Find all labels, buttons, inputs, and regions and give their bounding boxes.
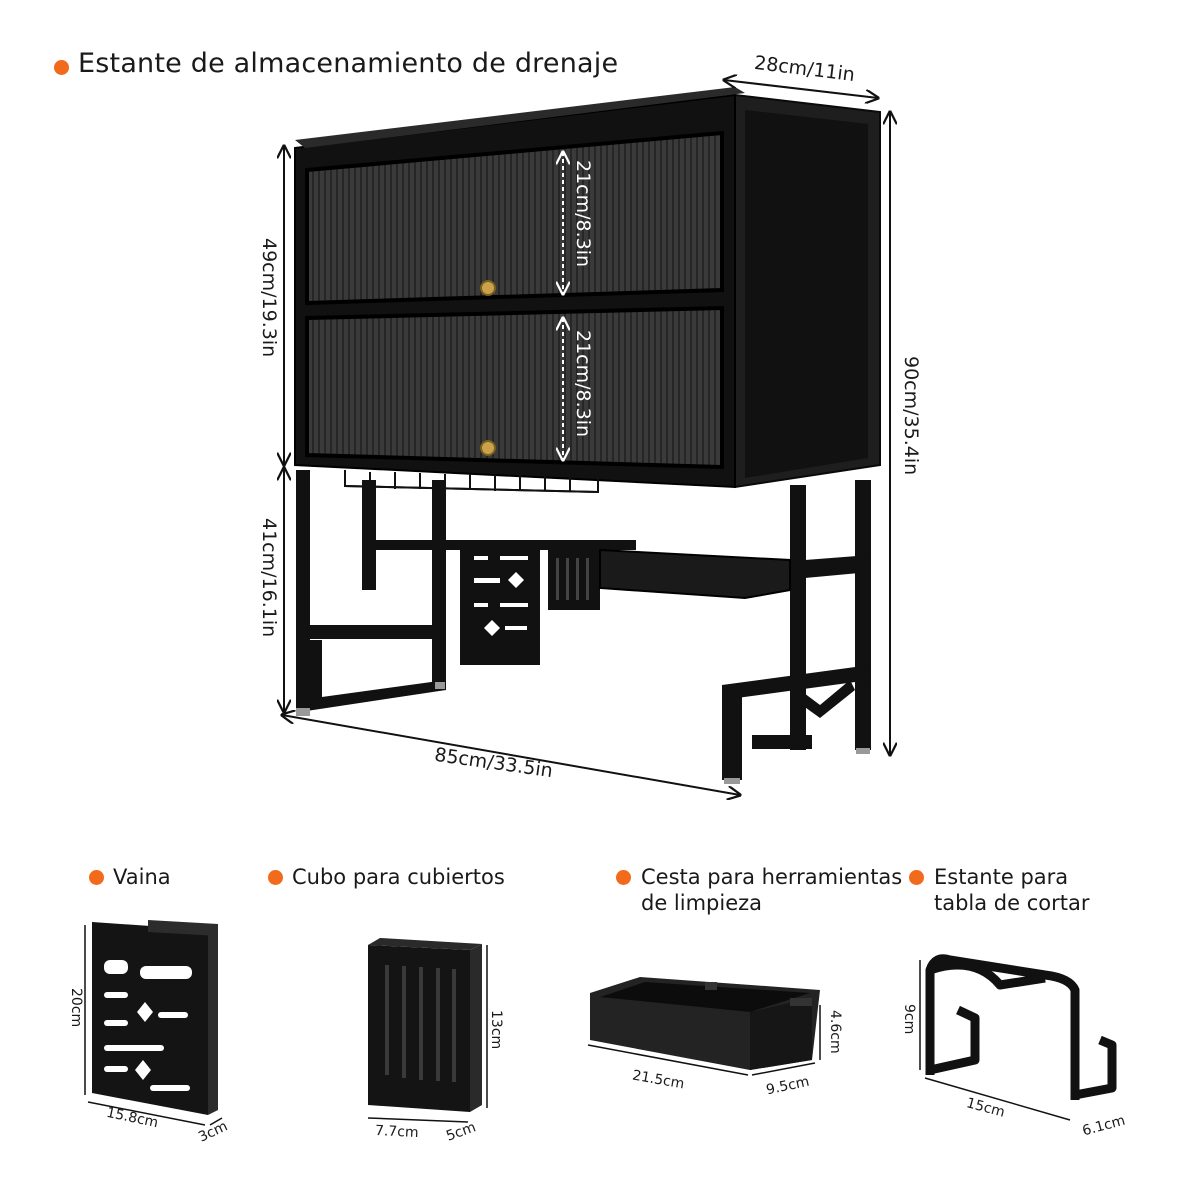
page-title: Estante de almacenamiento de drenaje	[78, 48, 619, 79]
board-height-label: 9cm	[901, 1004, 917, 1035]
cutlery-height-label: 13cm	[488, 1010, 504, 1050]
cutting-board-stand-illustration	[925, 954, 1117, 1100]
sheath-illustration	[92, 920, 218, 1115]
accessory-bullet	[616, 870, 631, 885]
accessory-name-cutlery: Cubo para cubiertos	[292, 865, 505, 889]
lower-door	[305, 305, 724, 470]
accessory-name-cleaning-line2: de limpieza	[641, 891, 763, 915]
depth-dimension-line	[724, 80, 878, 98]
cleaning-height-label: 4.6cm	[827, 1010, 843, 1054]
upper-door	[305, 130, 724, 306]
accessory-bullet	[909, 870, 924, 885]
accessory-name-board: Estante para	[934, 865, 1069, 889]
cutlery-holder-part	[548, 545, 600, 610]
total-height-label: 90cm/35.4in	[900, 356, 922, 476]
accessory-bullet	[268, 870, 283, 885]
width-dimension-line	[282, 715, 740, 795]
accessory-name-cleaning: Cesta para herramientas	[641, 865, 903, 889]
cleaning-tray-illustration	[590, 977, 820, 1070]
sheath-part	[460, 540, 540, 665]
sheath-height-label: 20cm	[68, 988, 84, 1028]
accessory-bullet	[89, 870, 104, 885]
lower-height-label: 41cm/16.1in	[258, 518, 280, 638]
accessory-name-board-line2: tabla de cortar	[934, 891, 1090, 915]
cutlery-cup-illustration	[368, 938, 482, 1112]
cutlery-width-label: 7.7cm	[374, 1122, 419, 1142]
accessory-name-sheath: Vaina	[113, 865, 171, 889]
cabinet1-label: 21cm/8.3in	[572, 160, 594, 268]
upper-height-label: 49cm/19.3in	[258, 238, 280, 358]
cleaning-basket-part	[599, 548, 791, 600]
cabinet2-label: 21cm/8.3in	[572, 330, 594, 438]
title-bullet	[54, 60, 69, 75]
knob-icon	[480, 280, 496, 296]
knob-icon	[480, 440, 496, 456]
